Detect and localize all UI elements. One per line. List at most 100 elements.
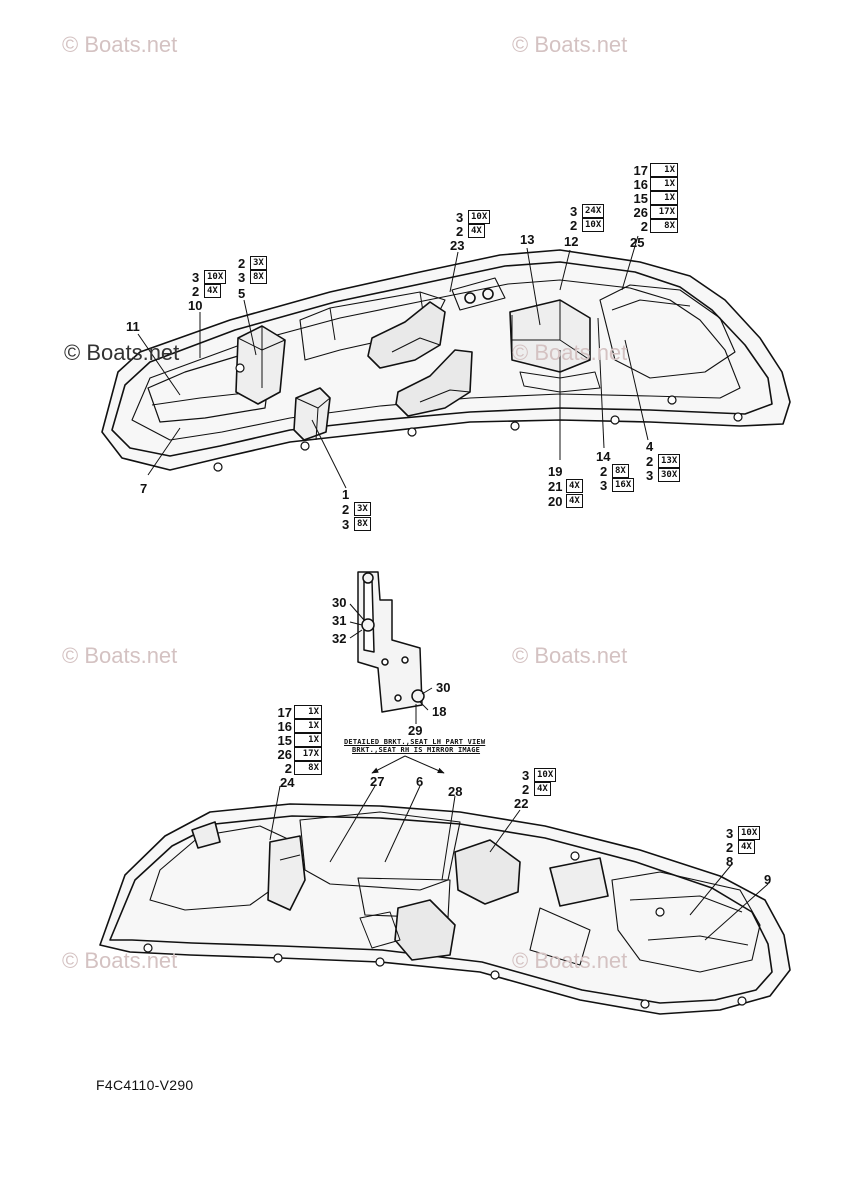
quantity-box: 8X bbox=[294, 761, 322, 775]
watermark-text: © Boats.net bbox=[64, 340, 180, 365]
callout-number: 32 bbox=[332, 631, 347, 646]
lower-deck-drawing bbox=[99, 803, 791, 1015]
callout-number: 2 bbox=[522, 782, 530, 797]
quantity-box: 1X bbox=[294, 719, 322, 733]
callout-number: 2 bbox=[640, 219, 648, 234]
quantity-box: 10X bbox=[534, 768, 557, 782]
callout-number: 26 bbox=[633, 205, 648, 220]
callout-number: 2 bbox=[726, 840, 734, 855]
callout-number: 30 bbox=[436, 680, 451, 695]
callout-number: 2 bbox=[342, 502, 350, 517]
quantity-box: 10X bbox=[738, 826, 761, 840]
watermark-text: © Boats.net bbox=[62, 32, 178, 57]
quantity-box: 24X bbox=[582, 204, 605, 218]
quantity-box: 4X bbox=[534, 782, 551, 796]
callout-number: 2 bbox=[456, 224, 464, 239]
quantity-box: 1X bbox=[650, 163, 678, 177]
watermark-text: © Boats.net bbox=[62, 643, 178, 668]
watermark-text: © Boats.net bbox=[512, 32, 628, 57]
quantity-box: 4X bbox=[738, 840, 755, 854]
callout-number: 16 bbox=[633, 177, 648, 192]
callout-number: 26 bbox=[277, 747, 292, 762]
callout-number: 3 bbox=[456, 210, 464, 225]
watermark-text: © Boats.net bbox=[512, 340, 628, 365]
callout-number: 8 bbox=[726, 854, 734, 869]
callout-number: 2 bbox=[600, 464, 608, 479]
callout-number: 24 bbox=[280, 775, 295, 790]
callout-number: 9 bbox=[764, 872, 772, 887]
quantity-box: 1X bbox=[650, 191, 678, 205]
callout-number: 10 bbox=[188, 298, 203, 313]
callout-number: 19 bbox=[548, 464, 563, 479]
callout-number: 3 bbox=[522, 768, 530, 783]
callout-number: 20 bbox=[548, 494, 563, 509]
quantity-box: 17X bbox=[294, 747, 322, 761]
callout-number: 25 bbox=[630, 235, 645, 250]
callout-number: 16 bbox=[277, 719, 292, 734]
callout-number: 22 bbox=[514, 796, 529, 811]
callout-number: 3 bbox=[570, 204, 578, 219]
detail-note-line2: BRKT.,SEAT RH IS MIRROR IMAGE bbox=[352, 746, 481, 754]
diagram-code: F4C4110-V290 bbox=[96, 1077, 194, 1093]
callout-number: 2 bbox=[192, 284, 200, 299]
callout-number: 7 bbox=[140, 481, 148, 496]
quantity-box: 8X bbox=[650, 219, 678, 233]
quantity-box: 16X bbox=[612, 478, 635, 492]
callout-number: 27 bbox=[370, 774, 385, 789]
callout-number: 1 bbox=[342, 487, 350, 502]
callout-number: 3 bbox=[342, 517, 350, 532]
callout-number: 5 bbox=[238, 286, 246, 301]
callout-number: 14 bbox=[596, 449, 611, 464]
callout-number: 30 bbox=[332, 595, 347, 610]
callout-number: 2 bbox=[284, 761, 292, 776]
quantity-box: 4X bbox=[566, 479, 583, 493]
quantity-box: 8X bbox=[354, 517, 371, 531]
callout-number: 13 bbox=[520, 232, 535, 247]
callout-number: 17 bbox=[277, 705, 292, 720]
quantity-box: 1X bbox=[294, 733, 322, 747]
callout-number: 6 bbox=[416, 774, 424, 789]
callout-number: 3 bbox=[192, 270, 200, 285]
quantity-box: 30X bbox=[658, 468, 681, 482]
seat-bracket-drawing bbox=[357, 571, 425, 713]
callout-number: 18 bbox=[432, 704, 447, 719]
callout-number: 31 bbox=[332, 613, 347, 628]
quantity-box: 8X bbox=[612, 464, 629, 478]
callout-number: 23 bbox=[450, 238, 465, 253]
quantity-box: 13X bbox=[658, 454, 681, 468]
quantity-box: 10X bbox=[468, 210, 491, 224]
upper-deck-drawing bbox=[101, 249, 791, 472]
quantity-box: 4X bbox=[204, 284, 221, 298]
detail-note-line1: DETAILED BRKT.,SEAT LH PART VIEW bbox=[344, 738, 486, 746]
quantity-box: 4X bbox=[566, 494, 583, 508]
callout-number: 15 bbox=[633, 191, 648, 206]
callout-number: 2 bbox=[646, 454, 654, 469]
quantity-box: 3X bbox=[354, 502, 371, 516]
quantity-box: 8X bbox=[250, 270, 267, 284]
quantity-box: 10X bbox=[582, 218, 605, 232]
quantity-box: 3X bbox=[250, 256, 267, 270]
callout-number: 4 bbox=[646, 439, 654, 454]
callout-number: 15 bbox=[277, 733, 292, 748]
callout-number: 17 bbox=[633, 163, 648, 178]
watermark-text: © Boats.net bbox=[512, 948, 628, 973]
quantity-box: 10X bbox=[204, 270, 227, 284]
callout-number: 3 bbox=[726, 826, 734, 841]
callout-number: 2 bbox=[238, 256, 246, 271]
callout-number: 3 bbox=[646, 468, 654, 483]
callout-number: 11 bbox=[126, 319, 140, 334]
quantity-box: 1X bbox=[650, 177, 678, 191]
watermark-text: © Boats.net bbox=[62, 948, 178, 973]
callout-number: 29 bbox=[408, 723, 423, 738]
quantity-box: 1X bbox=[294, 705, 322, 719]
callout-number: 21 bbox=[548, 479, 563, 494]
quantity-box: 4X bbox=[468, 224, 485, 238]
callout-number: 3 bbox=[238, 270, 246, 285]
callout-number: 28 bbox=[448, 784, 463, 799]
callout-number: 2 bbox=[570, 218, 578, 233]
callout-number: 12 bbox=[564, 234, 579, 249]
quantity-box: 17X bbox=[650, 205, 678, 219]
leader-lines bbox=[137, 235, 769, 941]
watermark-text: © Boats.net bbox=[512, 643, 628, 668]
